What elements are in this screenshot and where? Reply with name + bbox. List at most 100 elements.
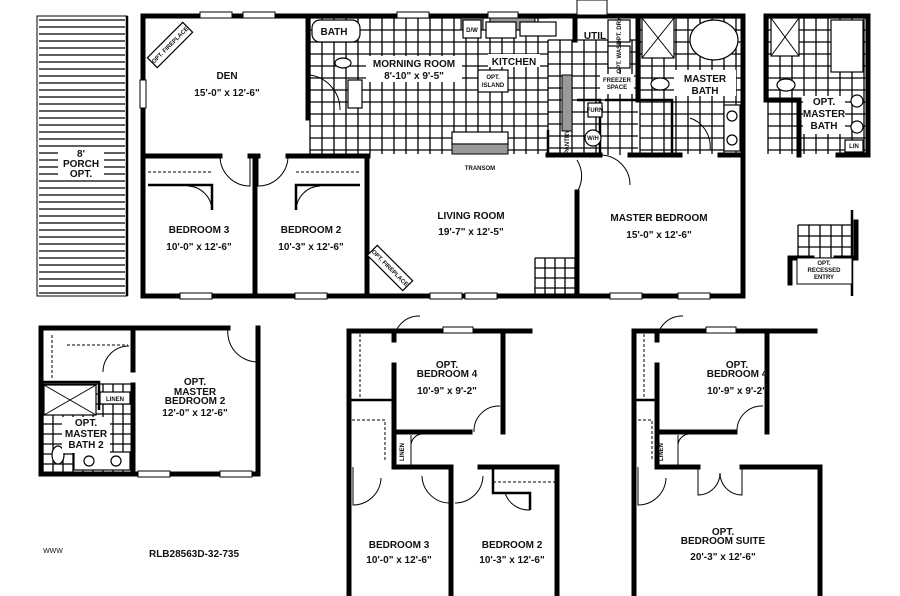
- opt-master-bedroom2-size: 12'-0" x 12'-6": [162, 408, 228, 419]
- window: [242, 11, 276, 19]
- den-name: DEN: [216, 71, 237, 82]
- opt-master-bath-label: BATH: [810, 121, 837, 132]
- recessed-entry-label: OPT.: [817, 261, 831, 267]
- option-master-bedroom-2: LINEN OPT. MASTER BATH 2 OPT. MASTER BED…: [38, 325, 261, 478]
- www-text: WWW: [43, 548, 63, 555]
- pantry-label: PANTRY: [565, 130, 571, 154]
- window: [199, 11, 233, 19]
- bath-label: BATH: [320, 27, 347, 38]
- bedroom2-size: 10'-3" x 12'-6": [479, 555, 545, 566]
- dryer-label: OPT. DRY: [617, 17, 623, 44]
- linen-label: LINEN: [400, 443, 406, 461]
- bedroom2-size: 10'-3" x 12'-6": [278, 242, 344, 253]
- opt-master-bath2-label: MASTER: [65, 429, 108, 440]
- porch-depth: 8': [77, 149, 85, 160]
- opt-bedroom4-label: BEDROOM 4: [707, 369, 768, 380]
- opt-bedroom-suite-size: 20'-3" x 12'-6": [690, 552, 756, 563]
- bedroom3-size: 10'-0" x 12'-6": [166, 242, 232, 253]
- living-room-size: 19'-7" x 12'-5": [438, 227, 504, 238]
- opt-master-bedroom2-label: OPT.: [184, 377, 206, 388]
- bathtub: [830, 19, 864, 73]
- opt-master-bath-label: MASTER: [803, 109, 846, 120]
- linen-label: LINEN: [659, 443, 665, 461]
- bathtub: [311, 19, 361, 43]
- porch: 8' PORCH OPT.: [36, 15, 129, 297]
- den-size: 15'-0" x 12'-6": [194, 88, 260, 99]
- svg-text:OPT. FIREPLACE: OPT. FIREPLACE: [151, 26, 190, 65]
- window: [179, 292, 213, 300]
- furnace: [587, 102, 603, 118]
- living-fireplace: OPT. FIREPLACE: [366, 244, 414, 292]
- den-fireplace: OPT. FIREPLACE: [146, 21, 194, 69]
- bedroom3-name: BEDROOM 3: [369, 540, 430, 551]
- porch-opt: OPT.: [70, 169, 92, 180]
- opt-master-bedroom2-label: MASTER: [174, 387, 217, 398]
- opt-bedroom4-label: BEDROOM 4: [417, 369, 478, 380]
- toilet: [776, 78, 796, 92]
- morning-room-name: MORNING ROOM: [373, 59, 455, 70]
- opt-dryer: [607, 19, 631, 43]
- option-bedroom-suite: LINEN OPT. BEDROOM 4 10'-9" x 9'-2" OPT.…: [631, 315, 823, 596]
- kitchen-label: KITCHEN: [492, 57, 536, 68]
- recessed-entry-label: RECESSED: [807, 268, 841, 274]
- opt-master-bath: LIN OPT. MASTER BATH: [763, 13, 871, 158]
- linen-label: LIN: [849, 144, 859, 150]
- master-bedroom-size: 15'-0" x 12'-6": [626, 230, 692, 241]
- opt-master-bath2-label: OPT.: [75, 418, 97, 429]
- opt-master-bedroom2-label: BEDROOM 2: [165, 396, 226, 407]
- bedroom3-name: BEDROOM 3: [169, 225, 230, 236]
- opt-bedroom4-size: 10'-9" x 9'-2": [417, 386, 477, 397]
- toilet: [650, 77, 670, 91]
- opt-bedroom4-size: 10'-9" x 9'-2": [707, 386, 767, 397]
- island-label: OPT.: [486, 75, 500, 81]
- sink: [347, 79, 363, 109]
- range: [519, 21, 557, 37]
- plan-number: RLB28563D-32-735: [149, 549, 239, 560]
- living-room-name: LIVING ROOM: [437, 211, 504, 222]
- porch-decking: [39, 19, 125, 294]
- master-bath-label: BATH: [691, 86, 718, 97]
- freezer-label: FREEZER: [603, 78, 632, 84]
- option-bedroom-4: LINEN OPT. BEDROOM 4 10'-9" x 9'-2" BEDR…: [346, 315, 560, 596]
- window: [487, 11, 519, 19]
- bedroom3-size: 10'-0" x 12'-6": [366, 555, 432, 566]
- opt-bedroom4-label: OPT.: [726, 360, 748, 371]
- opt-washer: [607, 45, 631, 69]
- morning-room-size: 8'-10" x 9'-5": [384, 71, 444, 82]
- island-label: ISLAND: [482, 83, 505, 89]
- linen-label: LINEN: [106, 397, 124, 403]
- opt-bedroom-suite-label: BEDROOM SUITE: [681, 536, 766, 547]
- window: [464, 292, 498, 300]
- window: [429, 292, 463, 300]
- window: [294, 292, 328, 300]
- bedroom2-name: BEDROOM 2: [482, 540, 543, 551]
- water-heater-label: W/H: [587, 136, 599, 142]
- opt-bedroom-suite-label: OPT.: [712, 527, 734, 538]
- window: [609, 292, 643, 300]
- recessed-entry-label: ENTRY: [814, 275, 834, 281]
- recessed-entry: OPT. RECESSED ENTRY: [787, 219, 859, 286]
- furnace-label: FURN: [587, 108, 604, 114]
- refrigerator-counter: [561, 74, 573, 132]
- svg-text:OPT. FIREPLACE: OPT. FIREPLACE: [370, 249, 409, 288]
- water-heater: [584, 129, 602, 147]
- bedroom2-name: BEDROOM 2: [281, 225, 342, 236]
- opt-island: [477, 69, 509, 93]
- opt-master-bath-label: OPT.: [813, 97, 835, 108]
- window: [396, 11, 430, 19]
- util-label: UTIL: [584, 31, 606, 42]
- porch-label: PORCH: [63, 159, 99, 170]
- master-bedroom-name: MASTER BEDROOM: [610, 213, 707, 224]
- freezer-label: SPACE: [607, 85, 627, 91]
- washer-label: OPT. WASH: [617, 40, 623, 73]
- master-bath-label: MASTER: [684, 74, 727, 85]
- corner-tub: [689, 19, 739, 61]
- window: [139, 79, 147, 109]
- toilet: [334, 57, 352, 69]
- opt-master-bath2-label: BATH 2: [68, 440, 104, 451]
- opt-bedroom4-label: OPT.: [436, 360, 458, 371]
- window: [677, 292, 711, 300]
- kitchen-sink: [485, 21, 517, 39]
- dishwasher-label: D/W: [466, 28, 478, 34]
